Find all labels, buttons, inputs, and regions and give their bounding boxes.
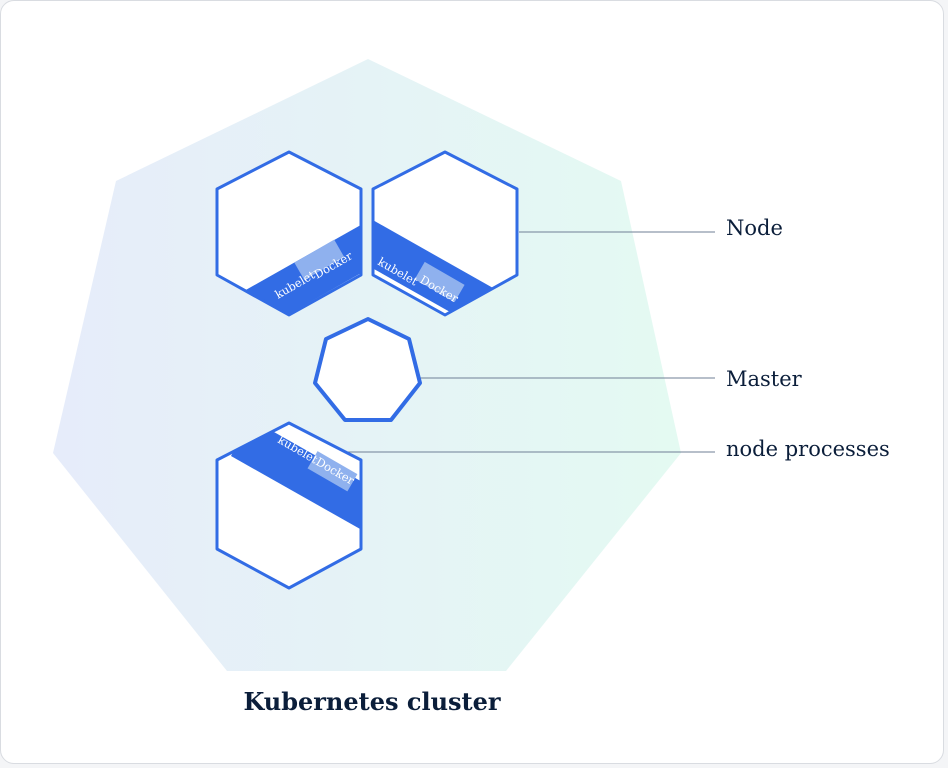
callout-node-processes: node processes (726, 437, 890, 461)
node-hexagon-top-left: kubelet Docker (215, 150, 363, 317)
node-hexagon-bottom: kubelet Docker (215, 421, 363, 590)
callout-master: Master (726, 367, 803, 391)
callout-node: Node (726, 216, 783, 240)
master-heptagon (313, 317, 422, 422)
diagram-caption: Kubernetes cluster (243, 687, 500, 716)
